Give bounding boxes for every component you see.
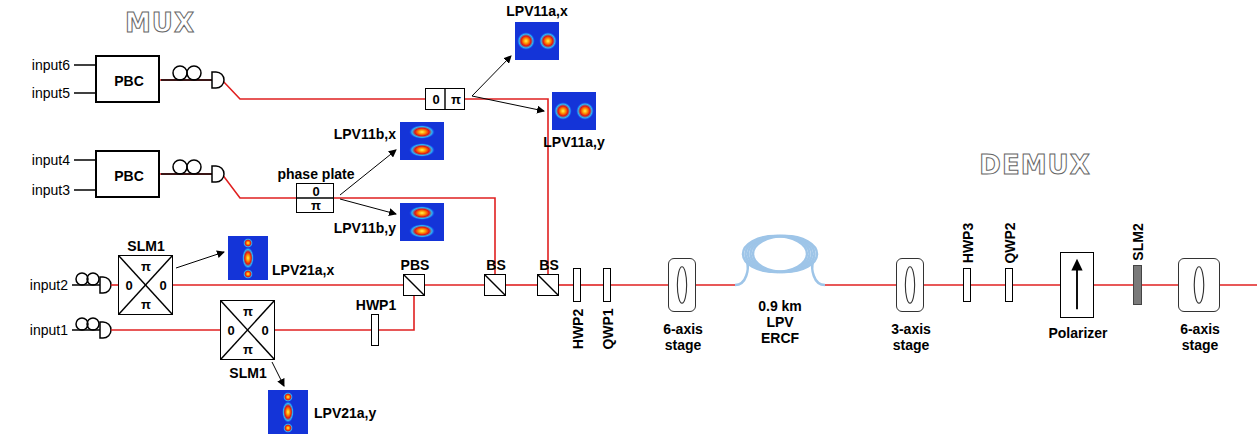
node-text: HWP3 (960, 223, 976, 263)
node-text: π (141, 297, 151, 313)
node-text: SLM1 (229, 365, 266, 381)
optic-shape (1061, 253, 1093, 317)
node-text: 0 (159, 278, 166, 294)
node-text: QWP2 (1002, 222, 1018, 263)
beam-path (825, 284, 896, 286)
node-text: 0.9 km LPV ERCF (753, 298, 807, 346)
node-text: 0 (312, 184, 319, 200)
mode-label: LPV11a,y (543, 134, 605, 150)
lens-stage: 6-axis stage (668, 258, 696, 312)
node-text: Polarizer (1048, 325, 1107, 341)
node-text: SLM1 (127, 238, 164, 254)
node-text: 6-axis stage (1171, 321, 1229, 353)
mode-label: LPV21a,x (272, 262, 334, 278)
half-wave-plate: HWP1 (371, 314, 379, 346)
beam-splitter: BS (537, 274, 559, 296)
beam-path (1142, 284, 1178, 286)
slm-mask: SLM1π00π (220, 300, 275, 360)
optic-shape (669, 259, 695, 311)
beam-path (696, 284, 735, 286)
node-text: π (141, 259, 151, 275)
node-text: QWP1 (600, 308, 616, 349)
beam-splitter: BS (484, 274, 506, 296)
beam-path (559, 284, 573, 286)
node-text: PBC (114, 73, 144, 89)
node-text: HWP2 (570, 309, 586, 349)
half-wave-plate: HWP3 (963, 268, 971, 302)
beam-path (1013, 284, 1060, 286)
node-text: 0 (125, 278, 132, 294)
optic-shape (1179, 259, 1219, 311)
beam-path (611, 284, 668, 286)
beam-path (506, 284, 537, 286)
quarter-wave-plate: QWP1 (603, 268, 611, 302)
node-text: π (451, 92, 461, 108)
input-port: input1 (30, 322, 68, 338)
beam-path (160, 80, 425, 99)
node-text: π (311, 198, 321, 214)
node-text: π (243, 304, 253, 320)
node-text: BS (486, 257, 505, 273)
node-text: PBS (401, 257, 430, 273)
beam-path (581, 284, 603, 286)
node-text: π (243, 342, 253, 358)
beam-splitter: PBS (403, 274, 425, 296)
input-port: input2 (30, 277, 68, 293)
section-title: DEMUX (979, 150, 1090, 180)
mode-label: LPV11b,y (334, 220, 396, 236)
combiner-box: PBC (95, 150, 160, 198)
input-port: input3 (32, 182, 70, 198)
fiber-collimator (100, 72, 224, 338)
optic-shape (897, 259, 923, 311)
mode-image (228, 22, 596, 434)
leader-arrow (176, 56, 544, 386)
beam-path (1094, 284, 1133, 286)
node-text: 0 (432, 92, 439, 108)
beam-path (334, 198, 495, 274)
beam-path (275, 329, 371, 331)
quarter-wave-plate: QWP2 (1005, 268, 1013, 302)
phase-plate: phase plate0π (296, 183, 334, 213)
lens-stage: 6-axis stage (1178, 258, 1220, 312)
fiber-coil: 0.9 km LPV ERCF (735, 232, 825, 292)
beam-path (173, 284, 403, 286)
node-text: 3-axis stage (882, 321, 940, 353)
slm-mask: SLM1π00π (118, 255, 173, 315)
beam-path (425, 284, 484, 286)
mode-label: LPV21a,y (314, 405, 376, 421)
mode-label: LPV11a,x (506, 3, 568, 19)
mode-label: LPV11b,x (334, 126, 396, 142)
input-port: input6 (32, 57, 70, 73)
polarizer: Polarizer (1060, 252, 1094, 318)
node-text: 6-axis stage (654, 321, 712, 353)
lens-stage: 3-axis stage (896, 258, 924, 312)
node-text: SLM2 (1130, 223, 1146, 260)
slm-plate: SLM2 (1133, 265, 1142, 305)
section-title: MUX (125, 8, 195, 38)
optic-shape (485, 275, 505, 295)
half-wave-plate: HWP2 (573, 268, 581, 302)
node-text: 0 (261, 323, 268, 339)
node-text: HWP1 (356, 297, 396, 313)
node-text: PBC (114, 168, 144, 184)
beam-path (160, 174, 296, 198)
beam-path (971, 284, 1005, 286)
optic-shape (735, 232, 825, 292)
input-port: input4 (32, 152, 70, 168)
beam-path (465, 99, 548, 274)
optic-shape (404, 275, 424, 295)
node-text: 0 (227, 323, 234, 339)
beam-path (924, 284, 963, 286)
optic-shape (538, 275, 558, 295)
combiner-box: PBC (95, 55, 160, 103)
node-text: phase plate (277, 166, 354, 182)
input-port: input5 (32, 85, 70, 101)
phase-plate: 0π (425, 88, 465, 110)
node-text: BS (539, 257, 558, 273)
input-fiber (72, 65, 212, 330)
